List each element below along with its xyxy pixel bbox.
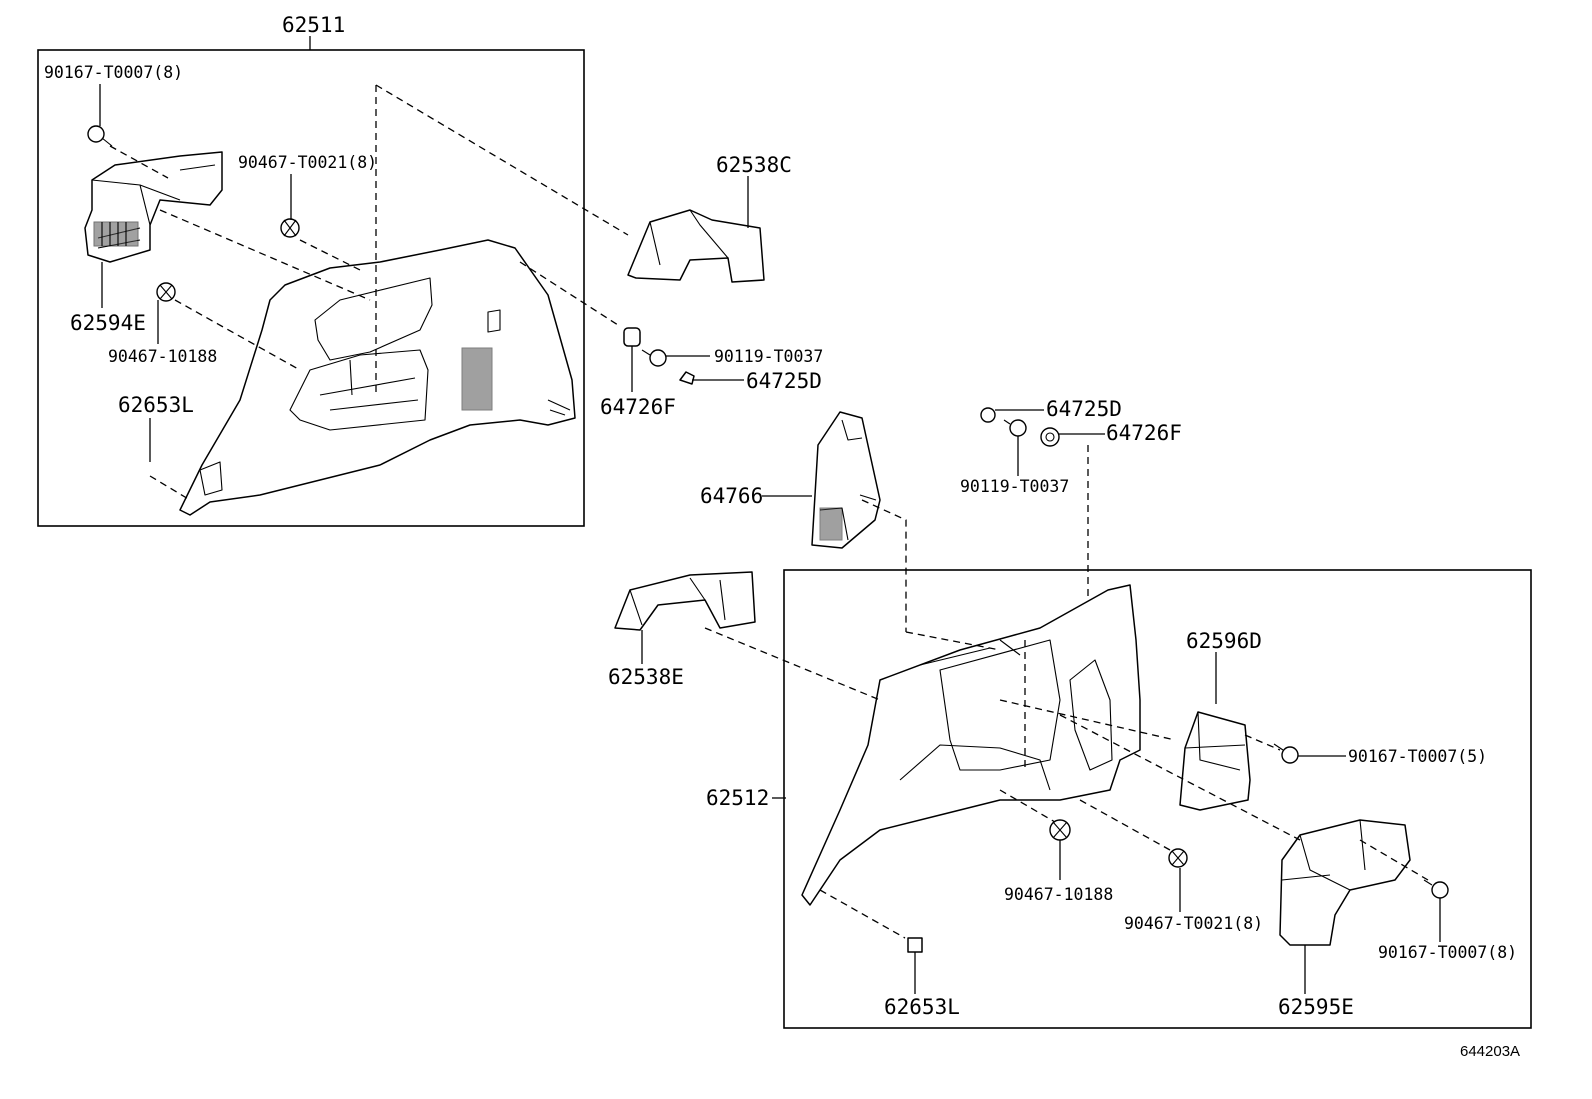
assembly-lines <box>109 84 1429 939</box>
label-62538C: 62538C <box>716 153 792 177</box>
label-62512: 62512 <box>706 786 769 810</box>
label-64726F-a: 64726F <box>600 395 676 419</box>
part-90467-T0021-clip-a <box>280 218 300 238</box>
diagram-reference-code: 644203A <box>1460 1043 1520 1060</box>
label-90167-T0007-b: 90167-T0007(5) <box>1348 747 1487 766</box>
label-62595E: 62595E <box>1278 995 1354 1019</box>
part-62538C-cover <box>627 209 765 283</box>
part-62595E-duct <box>1279 819 1411 946</box>
part-62596D-cover <box>1179 711 1251 811</box>
label-62653L-b: 62653L <box>884 995 960 1019</box>
label-90119-T0037-b: 90119-T0037 <box>960 477 1069 496</box>
label-90467-10188-b: 90467-10188 <box>1004 885 1113 904</box>
part-90467-10188-clip-a <box>156 282 176 302</box>
part-90167-T0007-screw-c <box>1423 879 1449 899</box>
label-64725D-a: 64725D <box>746 369 822 393</box>
label-90467-T0021-a: 90467-T0021(8) <box>238 153 377 172</box>
part-90119-T0037-bolt-b <box>1003 419 1027 437</box>
label-90467-T0021-b: 90467-T0021(8) <box>1124 914 1263 933</box>
part-64725D-clip-b <box>980 407 996 423</box>
label-62538E: 62538E <box>608 665 684 689</box>
label-90167-T0007-c: 90167-T0007(8) <box>1378 943 1517 962</box>
label-62653L-a: 62653L <box>118 393 194 417</box>
part-90167-T0007-screw-b <box>1273 743 1299 764</box>
part-64725D-clip-a <box>679 371 695 385</box>
label-90467-10188-a: 90467-10188 <box>108 347 217 366</box>
label-90119-T0037-a: 90119-T0037 <box>714 347 823 366</box>
group-box-62511 <box>37 49 585 527</box>
leader-lines <box>99 36 1441 994</box>
part-62653L-quarter-panel <box>179 239 576 516</box>
part-64726F-nut-b <box>1040 427 1060 447</box>
label-62511: 62511 <box>282 13 345 37</box>
part-64766-panel <box>811 411 881 549</box>
part-90467-10188-clip-b <box>1049 819 1071 841</box>
group-box-62512 <box>783 569 1532 1029</box>
part-90119-T0037-bolt-a <box>641 349 667 367</box>
part-90167-T0007-screw-a <box>87 125 113 147</box>
label-62596D: 62596D <box>1186 629 1262 653</box>
label-64766: 64766 <box>700 484 763 508</box>
part-62538E-bracket <box>614 571 756 631</box>
label-90167-T0007-a: 90167-T0007(8) <box>44 63 183 82</box>
part-62512-quarter-panel <box>801 584 1141 906</box>
part-64726F-nut-a <box>623 327 641 347</box>
label-64726F-b: 64726F <box>1106 421 1182 445</box>
part-62594E-duct <box>84 151 223 263</box>
part-62653L-clip-b <box>907 937 923 953</box>
part-labels: 62511 90167-T0007(8) 90467-T0021(8) 6259… <box>44 13 1520 1060</box>
label-62594E: 62594E <box>70 311 146 335</box>
part-90467-T0021-clip-b <box>1168 848 1188 868</box>
label-64725D-b: 64725D <box>1046 397 1122 421</box>
